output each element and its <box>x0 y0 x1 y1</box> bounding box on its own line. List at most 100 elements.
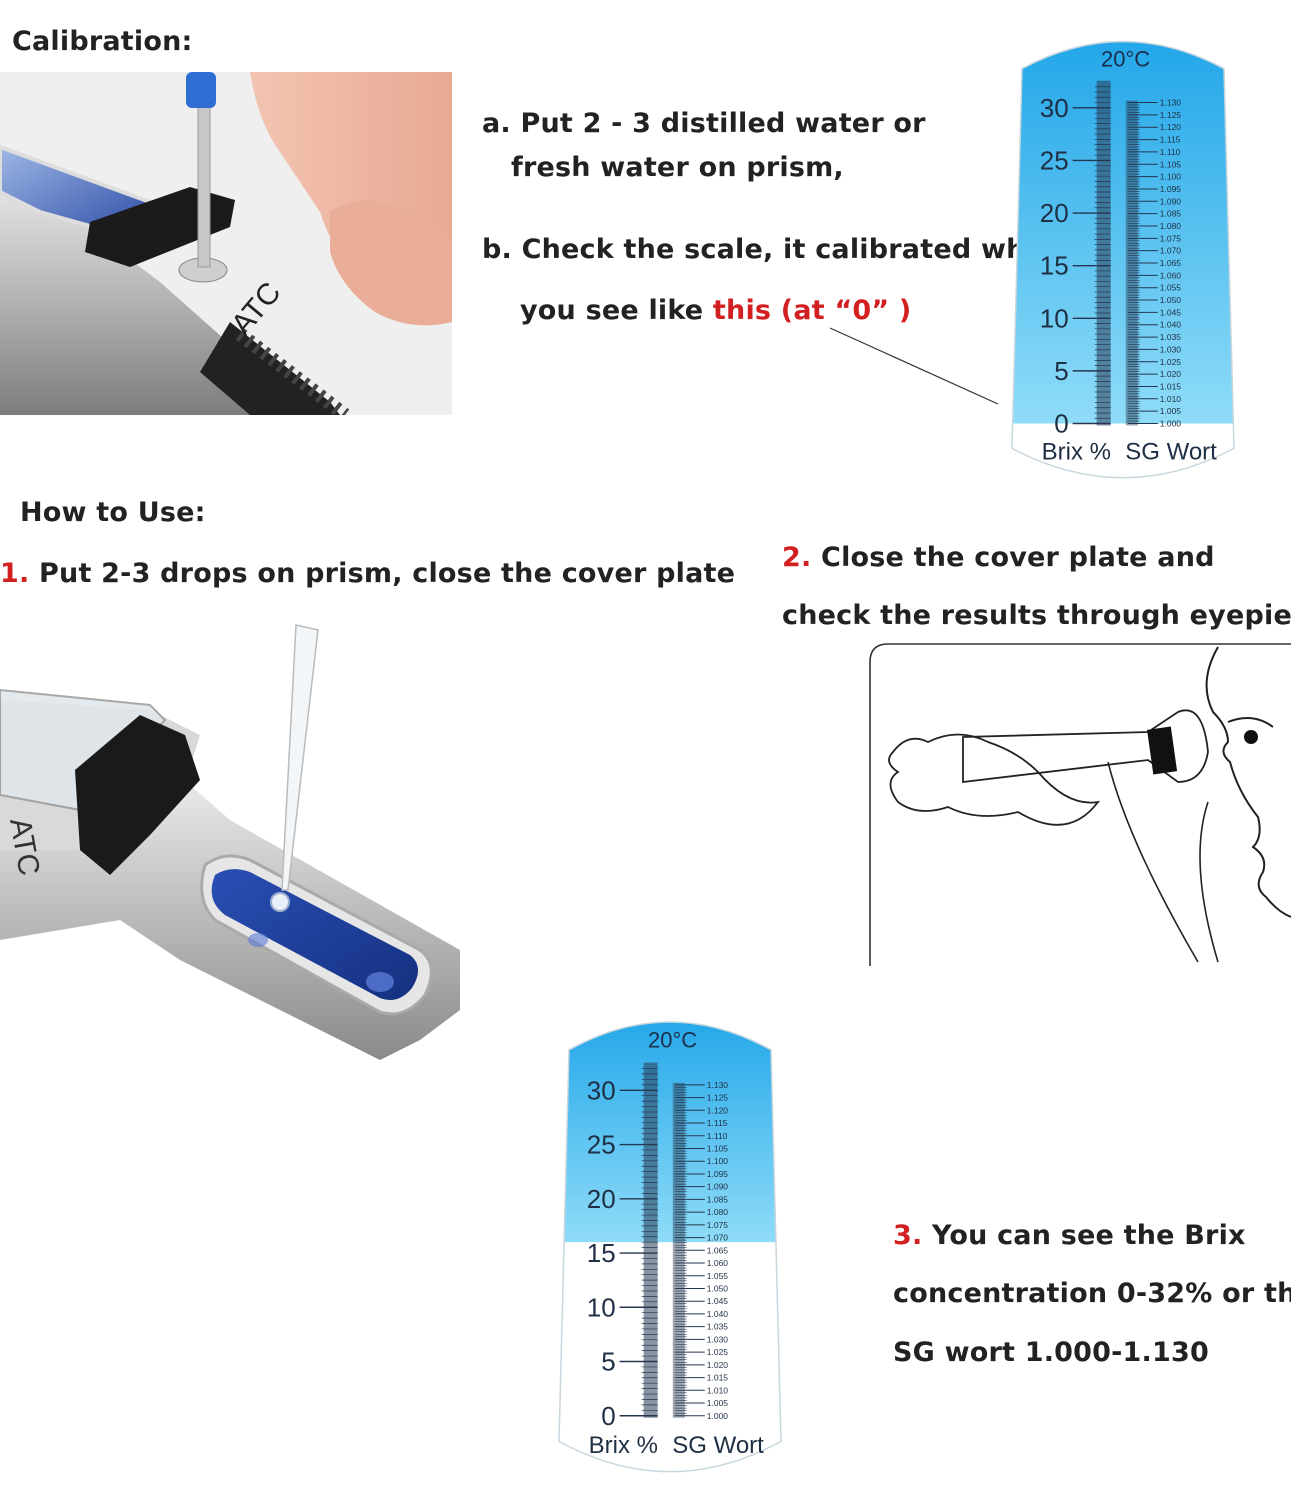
sg-wort-label: SG Wort <box>1125 439 1217 466</box>
blue-field <box>1012 41 1234 424</box>
sg-tick-label: 1.085 <box>707 1194 729 1204</box>
drop-photo: ATC <box>0 624 460 1060</box>
scale-temperature: 20°C <box>648 1028 697 1053</box>
sg-tick-label: 1.050 <box>1160 295 1182 305</box>
sg-tick-label: 1.030 <box>1160 344 1182 354</box>
sg-wort-label: SG Wort <box>672 1432 764 1459</box>
step-b-line2-highlight: this (at “0” ) <box>712 295 912 326</box>
brix-label: Brix % <box>589 1432 658 1459</box>
sg-tick-label: 1.010 <box>707 1385 729 1395</box>
sg-tick-label: 1.040 <box>707 1309 729 1319</box>
sg-tick-label: 1.080 <box>707 1207 729 1217</box>
brix-tick-label: 15 <box>1040 251 1069 281</box>
eye <box>1244 730 1258 744</box>
face-profile <box>1205 646 1291 918</box>
eyepiece-ring <box>1147 726 1178 775</box>
scale-temperature: 20°C <box>1101 46 1150 71</box>
sg-tick-label: 1.095 <box>707 1169 729 1179</box>
sg-tick-label: 1.020 <box>1160 369 1182 379</box>
prism <box>211 869 419 1001</box>
sg-tick-label: 1.120 <box>707 1105 729 1115</box>
step3-line2: concentration 0-32% or the <box>893 1278 1291 1309</box>
sg-tick-label: 1.075 <box>1160 233 1182 243</box>
step-b-line2: you see like this (at “0” ) <box>520 295 911 326</box>
refractometer-outline <box>962 709 1209 784</box>
step1-number: 1. <box>0 558 30 589</box>
sg-tick-label: 1.060 <box>1160 270 1182 280</box>
sg-tick-label: 1.025 <box>707 1347 729 1357</box>
brix-tick-label: 0 <box>1054 409 1068 439</box>
sg-tick-label: 1.020 <box>707 1360 729 1370</box>
sg-tick-label: 1.125 <box>707 1093 729 1103</box>
screwdriver-handle <box>186 72 216 108</box>
sg-tick-label: 1.100 <box>1160 172 1182 182</box>
sg-tick-label: 1.100 <box>707 1156 729 1166</box>
brix-tick-label: 25 <box>1040 145 1069 175</box>
brix-tick-label: 20 <box>1040 198 1069 228</box>
sg-tick-label: 1.110 <box>1160 147 1181 157</box>
sg-tick-label: 1.035 <box>1160 332 1182 342</box>
sg-tick-label: 1.130 <box>1160 98 1182 108</box>
step2-line2: check the results through eyepiece <box>782 600 1291 631</box>
sg-tick-label: 1.010 <box>1160 394 1182 404</box>
sg-tick-label: 1.000 <box>1160 419 1182 429</box>
step-b-line2-prefix: you see like <box>520 295 713 326</box>
sg-tick-label: 1.000 <box>707 1411 729 1421</box>
sg-tick-label: 1.005 <box>707 1398 729 1408</box>
sg-tick-label: 1.070 <box>707 1233 729 1243</box>
sg-tick-label: 1.065 <box>1160 258 1182 268</box>
sg-tick-label: 1.130 <box>707 1080 729 1090</box>
sg-tick-label: 1.095 <box>1160 184 1182 194</box>
sg-tick-label: 1.085 <box>1160 209 1182 219</box>
hand <box>888 733 1101 826</box>
pointer-line <box>829 327 999 405</box>
how-to-use-heading: How to Use: <box>20 497 206 528</box>
eyepiece-drawing <box>869 643 1291 966</box>
brix-tick-label: 20 <box>587 1184 616 1214</box>
sg-tick-label: 1.065 <box>707 1245 729 1255</box>
step3-line3: SG wort 1.000-1.130 <box>893 1337 1209 1368</box>
brix-tick-label: 10 <box>1040 303 1069 333</box>
step3-line1: 3. You can see the Brix <box>893 1220 1246 1251</box>
sg-tick-label: 1.105 <box>1160 159 1182 169</box>
sg-tick-label: 1.015 <box>707 1373 729 1383</box>
brix-label: Brix % <box>1042 439 1111 466</box>
sg-tick-label: 1.105 <box>707 1143 729 1153</box>
sg-tick-label: 1.045 <box>707 1296 729 1306</box>
step1-text: 1. Put 2-3 drops on prism, close the cov… <box>0 558 735 589</box>
sg-tick-label: 1.110 <box>707 1131 728 1141</box>
step1-label: Put 2-3 drops on prism, close the cover … <box>29 558 736 589</box>
sg-tick-label: 1.115 <box>1160 135 1181 145</box>
sg-tick-label: 1.080 <box>1160 221 1182 231</box>
sg-tick-label: 1.045 <box>1160 307 1182 317</box>
step2-label: Close the cover plate and <box>811 542 1215 573</box>
sg-tick-label: 1.040 <box>1160 320 1182 330</box>
calibration-photo: ATC <box>0 72 452 415</box>
step3-label: You can see the Brix <box>922 1220 1246 1251</box>
step-a-line1: a. Put 2 - 3 distilled water or <box>482 108 926 139</box>
blue-field <box>559 1021 781 1243</box>
drop <box>270 892 290 912</box>
brix-tick-label: 30 <box>587 1075 616 1105</box>
sg-tick-label: 1.055 <box>707 1271 729 1281</box>
sg-tick-label: 1.070 <box>1160 246 1182 256</box>
calibration-heading: Calibration: <box>12 26 193 57</box>
sg-tick-label: 1.075 <box>707 1220 729 1230</box>
sg-tick-label: 1.005 <box>1160 406 1182 416</box>
sg-tick-label: 1.125 <box>1160 110 1182 120</box>
sg-tick-label: 1.025 <box>1160 357 1182 367</box>
step-a-line2: fresh water on prism, <box>511 152 844 183</box>
step2-number: 2. <box>782 542 812 573</box>
step-b-line1: b. Check the scale, it calibrated when <box>482 234 1064 265</box>
brix-tick-label: 5 <box>601 1347 615 1377</box>
brix-tick-label: 5 <box>1054 356 1068 386</box>
sg-tick-label: 1.090 <box>707 1182 729 1192</box>
sg-tick-label: 1.015 <box>1160 381 1182 391</box>
sg-tick-label: 1.090 <box>1160 196 1182 206</box>
sg-tick-label: 1.030 <box>707 1334 729 1344</box>
brix-tick-label: 0 <box>601 1401 615 1431</box>
sg-tick-label: 1.050 <box>707 1283 729 1293</box>
sg-tick-label: 1.035 <box>707 1322 729 1332</box>
